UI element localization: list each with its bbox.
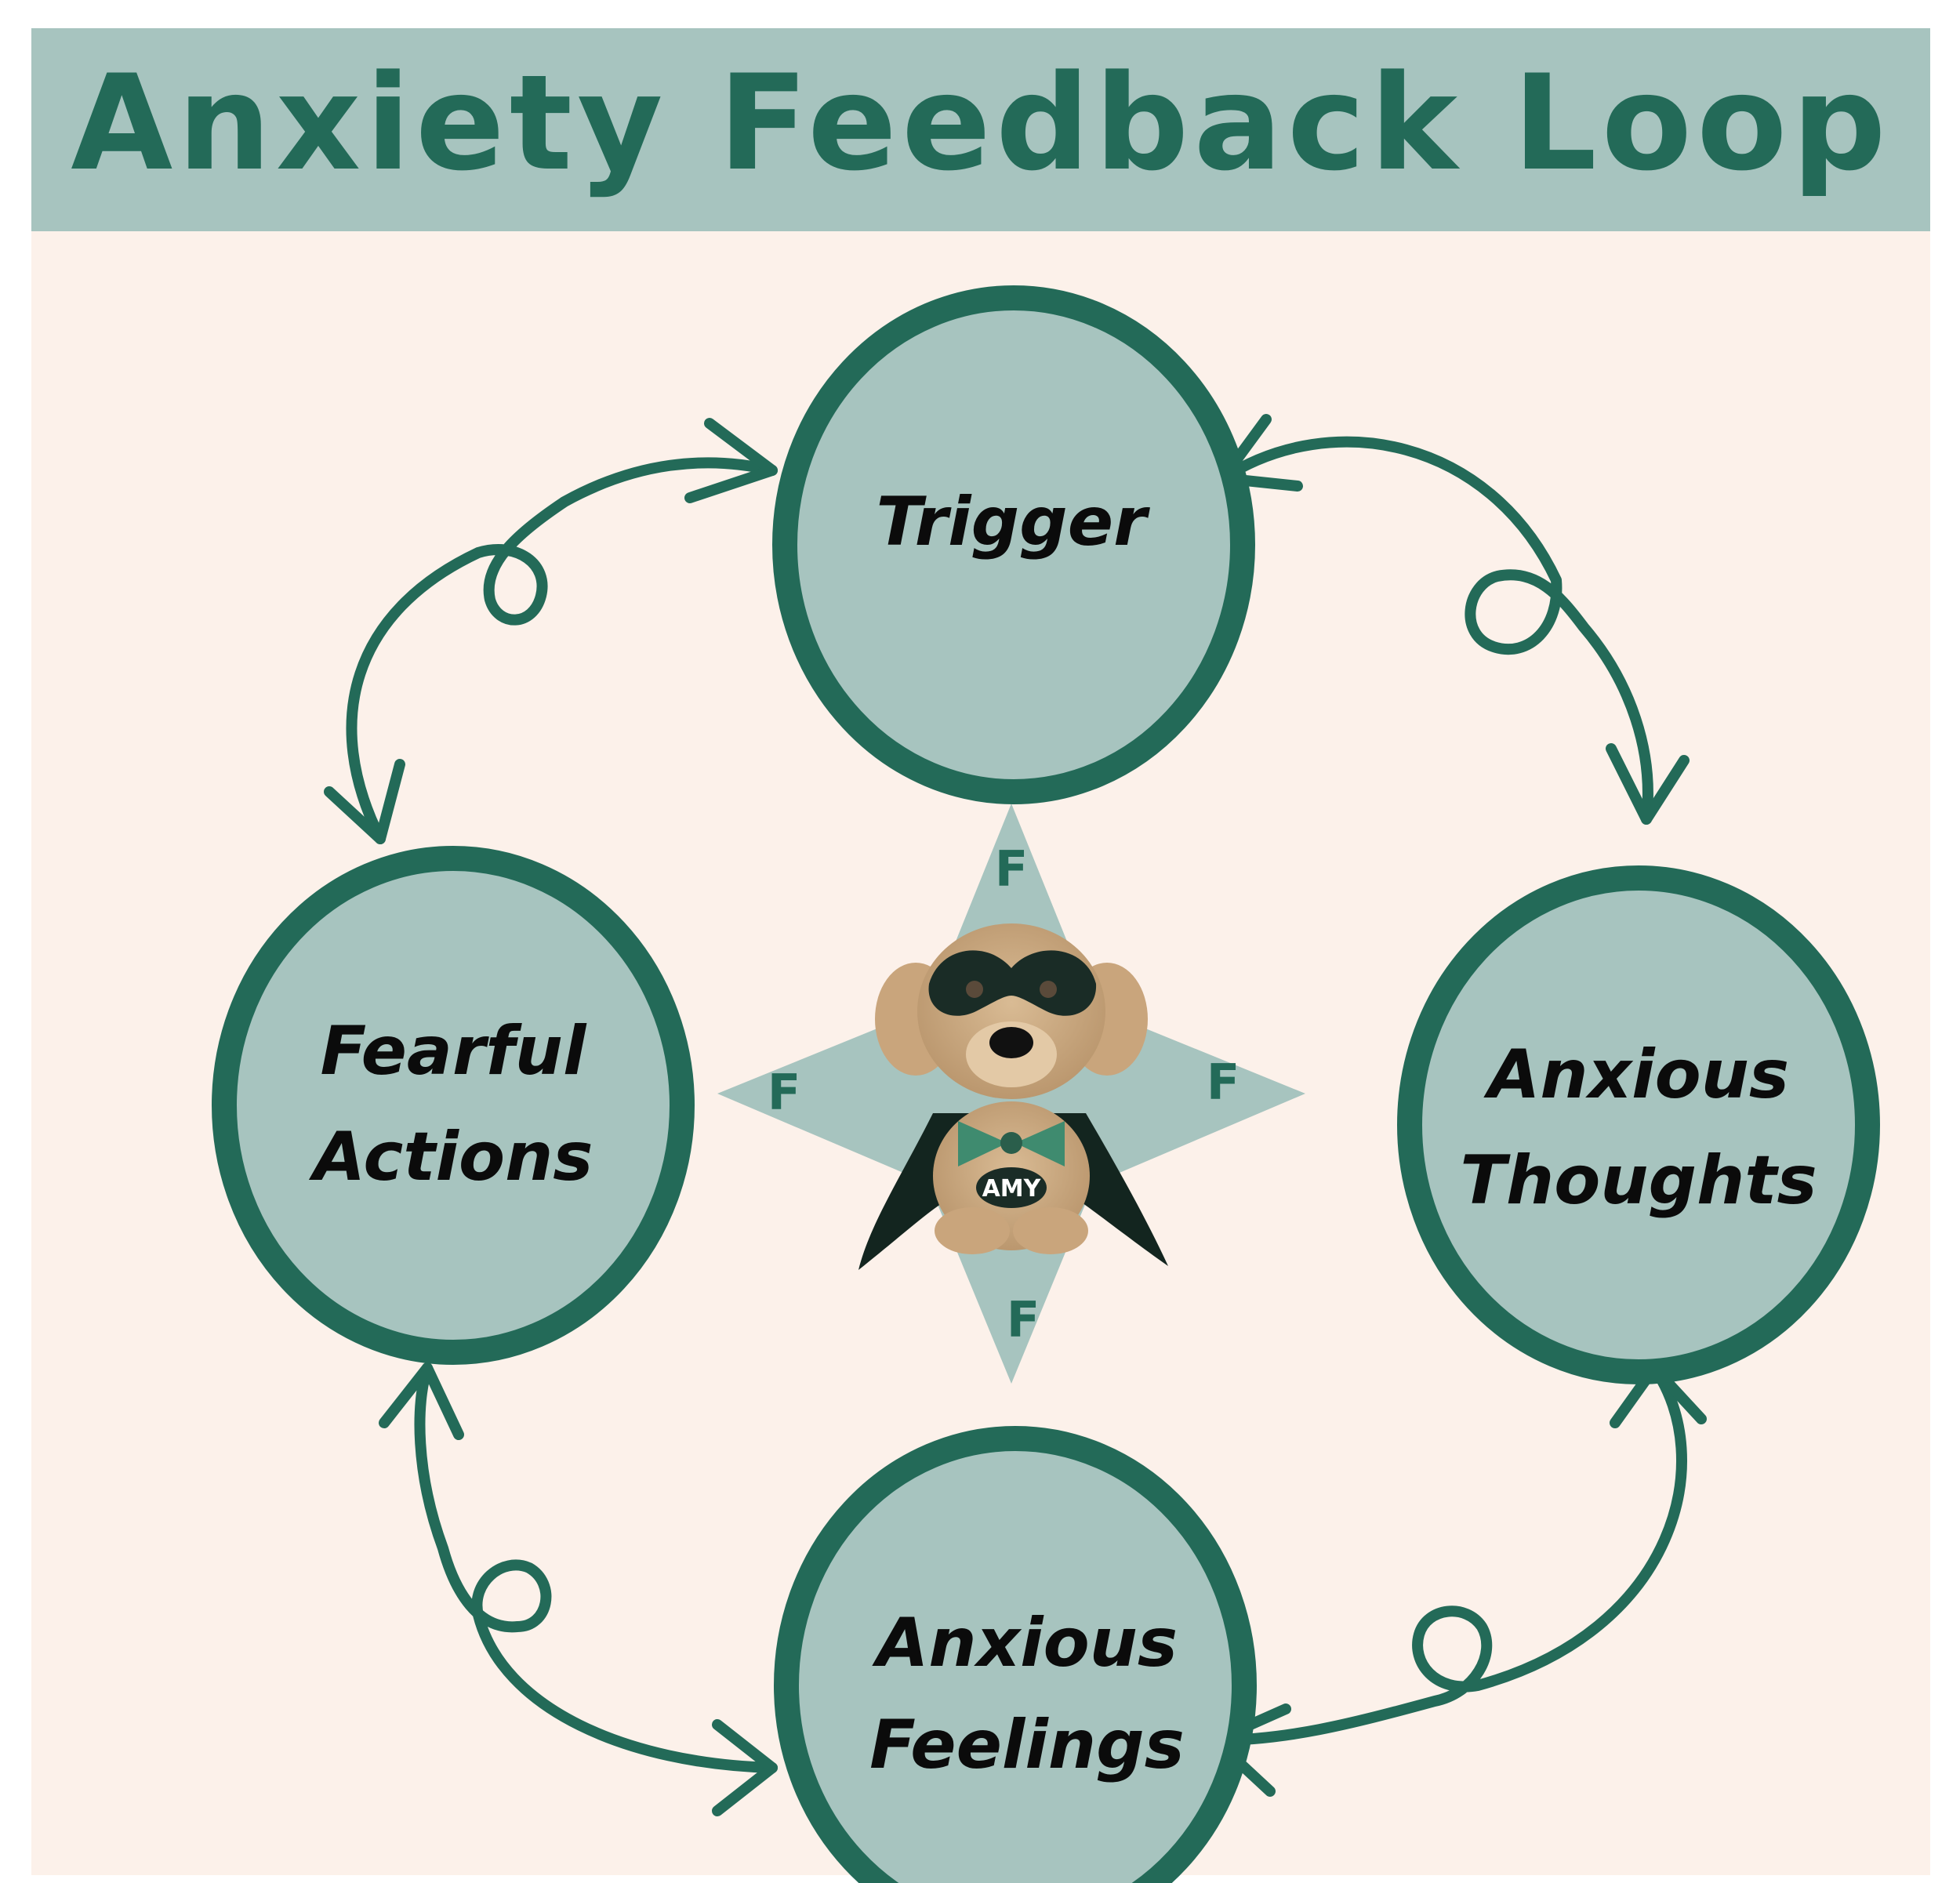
arrow-feelings-to-actions — [414, 1362, 778, 1773]
node-thoughts-line2: Thoughts — [1460, 1141, 1817, 1220]
title-banner: Anxiety Feedback Loop — [31, 28, 1930, 231]
star-letter-top: F — [995, 840, 1028, 898]
node-fearful-actions: Fearful Actions — [212, 846, 695, 1365]
arrowhead-feelings-end-left — [712, 1719, 778, 1816]
node-thoughts-line1: Anxious — [1483, 1036, 1789, 1114]
node-actions-line1: Fearful — [321, 1012, 587, 1090]
node-trigger: Trigger — [772, 285, 1255, 804]
star-letter-bottom: F — [1007, 1291, 1040, 1348]
arrowhead-thoughts-end — [1606, 743, 1690, 825]
arrow-actions-to-trigger — [346, 457, 778, 844]
mascot-dog-icon: AMY — [858, 923, 1168, 1270]
star-letter-left: F — [768, 1064, 800, 1121]
mascot-badge-text: AMY — [982, 1175, 1042, 1203]
node-feelings-line1: Anxious — [872, 1604, 1178, 1682]
node-trigger-label: Trigger — [877, 483, 1151, 561]
node-actions-line2: Actions — [309, 1118, 593, 1196]
arrow-thoughts-to-feelings — [1210, 1362, 1687, 1746]
node-anxious-thoughts: Anxious Thoughts — [1397, 865, 1880, 1384]
node-feelings-line2: Feelings — [869, 1706, 1185, 1784]
diagram-title: Anxiety Feedback Loop — [71, 45, 1891, 200]
star-letter-right: F — [1207, 1054, 1240, 1111]
arrowhead-actions-end-bottom — [379, 1362, 464, 1440]
node-anxious-feelings: Anxious Feelings — [774, 1426, 1257, 1883]
arrowhead-trigger-end-left — [684, 418, 778, 503]
arrow-trigger-to-thoughts — [1218, 436, 1653, 825]
arrowhead-actions-end-top — [324, 759, 405, 844]
